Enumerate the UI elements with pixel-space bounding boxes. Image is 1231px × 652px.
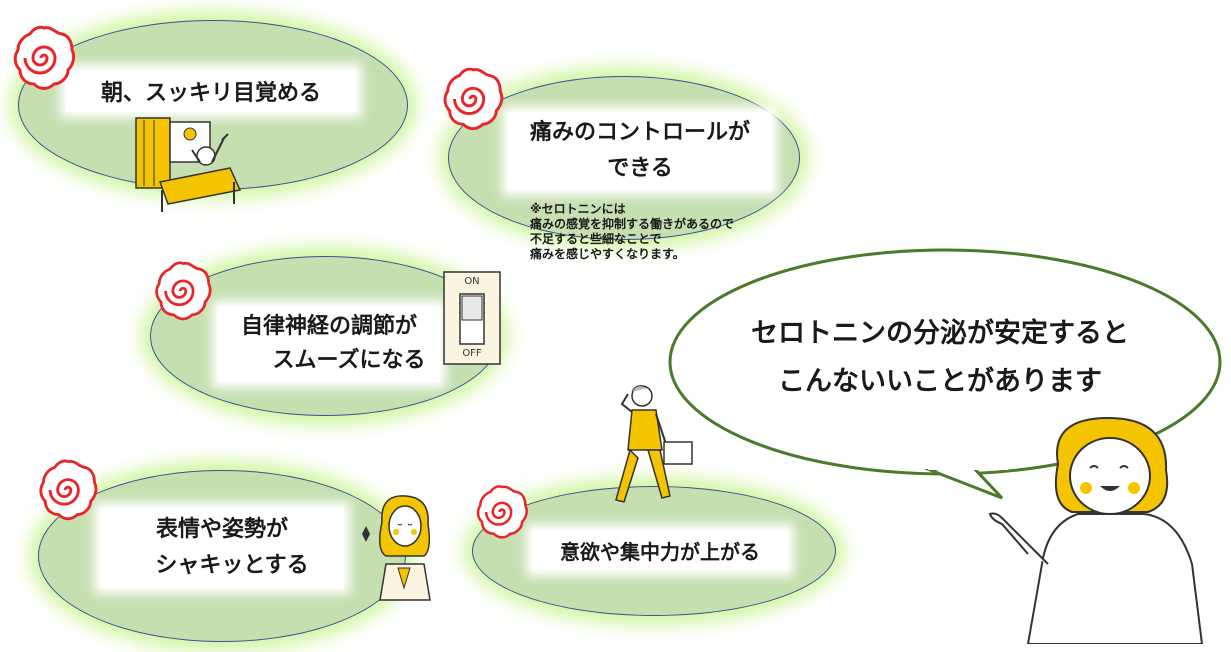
benefit-label-morning: 朝、スッキリ目覚める [66, 70, 356, 112]
speaker-woman-illustration [988, 416, 1204, 644]
speech-line: こんないいことがあります [778, 366, 1102, 397]
red-swirl-flower-icon [155, 261, 212, 321]
serotonin-note: ※セロトニンには 痛みの感覚を抑制する働きがあるので 不足すると些細なことで 痛… [530, 202, 734, 262]
smiling-woman-illustration [362, 495, 431, 601]
benefit-label-line: 表情や姿勢が [155, 517, 288, 542]
switch-on-label: ON [464, 276, 480, 287]
benefit-label-autonomic: 自律神経の調節が スムーズになる [218, 306, 440, 382]
note-line: 痛みを感じやすくなります。 [530, 247, 685, 261]
benefit-label-line: シャキッとする [155, 553, 309, 578]
light-switch-illustration: ON OFF [442, 270, 502, 366]
red-swirl-flower-icon [13, 25, 76, 90]
benefit-label-posture: 表情や姿勢が シャキッとする [100, 508, 344, 588]
benefit-label-line: スムーズになる [272, 348, 426, 373]
red-swirl-flower-icon [443, 67, 504, 131]
benefit-label-line: 痛みのコントロールが [529, 120, 750, 145]
speech-line: セロトニンの分泌が安定すると [751, 318, 1129, 349]
benefit-label-pain-control: 痛みのコントロールが できる [508, 112, 772, 190]
note-line: 痛みの感覚を抑制する働きがあるので [530, 217, 735, 231]
speech-text: セロトニンの分泌が安定すると こんないいことがあります [690, 310, 1190, 406]
note-line: ※セロトニンには [530, 202, 626, 216]
speech-bubble [668, 248, 1222, 500]
red-swirl-flower-icon [39, 459, 98, 521]
waking-up-illustration [135, 117, 242, 212]
switch-off-label: OFF [462, 348, 482, 359]
benefit-label-motivation: 意欲や集中力が上がる [532, 530, 788, 570]
note-line: 不足すると些細なことで [530, 232, 662, 246]
benefit-label-line: 意欲や集中力が上がる [560, 539, 760, 564]
benefit-label-line: 朝、スッキリ目覚める [100, 81, 321, 106]
red-swirl-flower-icon [476, 485, 528, 539]
benefit-label-line: できる [607, 156, 673, 181]
benefit-label-line: 自律神経の調節が [240, 314, 417, 339]
walking-businessman-illustration [615, 385, 693, 503]
